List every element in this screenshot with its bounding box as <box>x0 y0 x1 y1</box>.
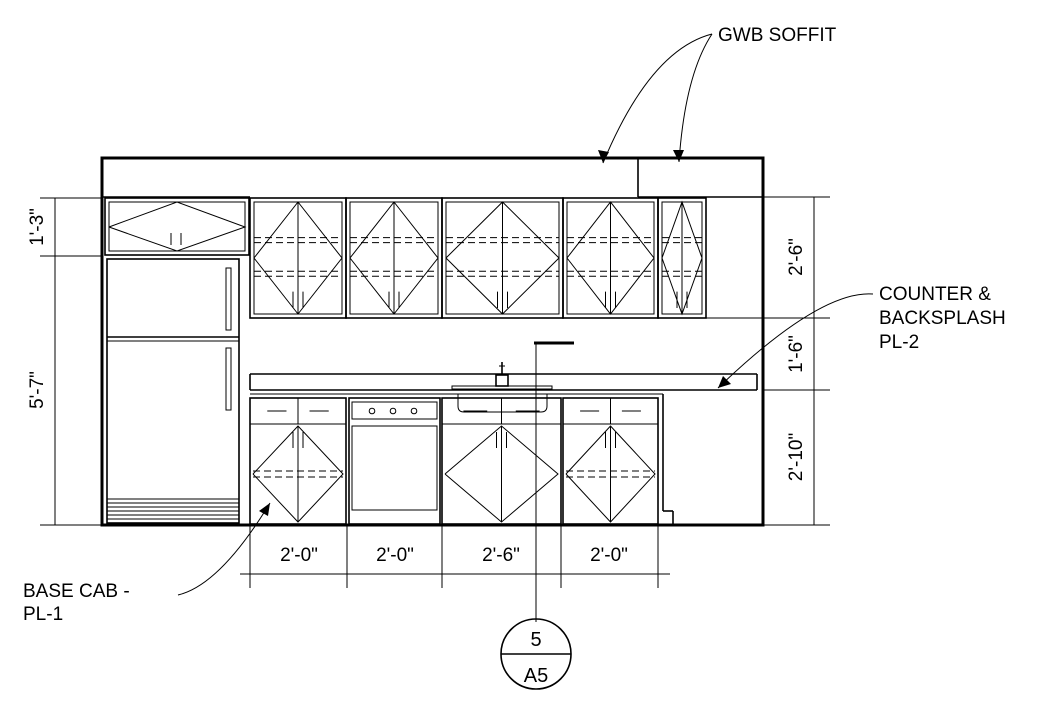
label-base-cab-2: PL-1 <box>23 604 63 625</box>
upper-cabinet-over-fridge <box>104 197 250 256</box>
upper-cabinet-1 <box>249 197 347 319</box>
dim-right-middle: 1'-6" <box>786 335 807 373</box>
label-counter-3: PL-2 <box>879 332 919 353</box>
end-panel <box>662 394 674 525</box>
section-marker: 5 A5 <box>500 341 574 690</box>
dimension-lines <box>40 196 830 588</box>
label-base-cab-1: BASE CAB - <box>23 581 130 602</box>
dim-bottom-3: 2'-6" <box>482 545 520 566</box>
dim-left-lower: 5'-7" <box>27 371 48 409</box>
section-sheet: A5 <box>524 665 548 687</box>
upper-cabinets <box>249 197 707 319</box>
leaders <box>177 33 874 596</box>
base-cabinets <box>249 397 659 525</box>
sink <box>451 362 553 413</box>
dim-left-upper: 1'-3" <box>27 208 48 246</box>
dim-right-lower: 2'-10" <box>786 433 807 481</box>
refrigerator <box>106 258 240 524</box>
label-counter-1: COUNTER & <box>879 284 991 305</box>
section-number: 5 <box>530 629 541 651</box>
label-counter-2: BACKSPLASH <box>879 308 1006 329</box>
base-cabinet-4 <box>562 397 659 525</box>
dim-right-upper: 2'-6" <box>786 238 807 276</box>
upper-cabinet-5 <box>657 197 707 319</box>
label-gwb-soffit: GWB SOFFIT <box>718 25 837 46</box>
dim-bottom-4: 2'-0" <box>590 545 628 566</box>
upper-cabinet-2 <box>345 197 443 319</box>
dim-bottom-2: 2'-0" <box>376 545 414 566</box>
base-cabinet-1 <box>249 397 347 525</box>
countertop <box>249 373 758 395</box>
upper-cabinet-3 <box>441 197 564 319</box>
elevation-outline <box>100 156 765 527</box>
upper-cabinet-4 <box>562 197 659 319</box>
dishwasher <box>348 397 441 525</box>
dim-bottom-1: 2'-0" <box>280 545 318 566</box>
base-cabinet-sink <box>441 397 562 525</box>
